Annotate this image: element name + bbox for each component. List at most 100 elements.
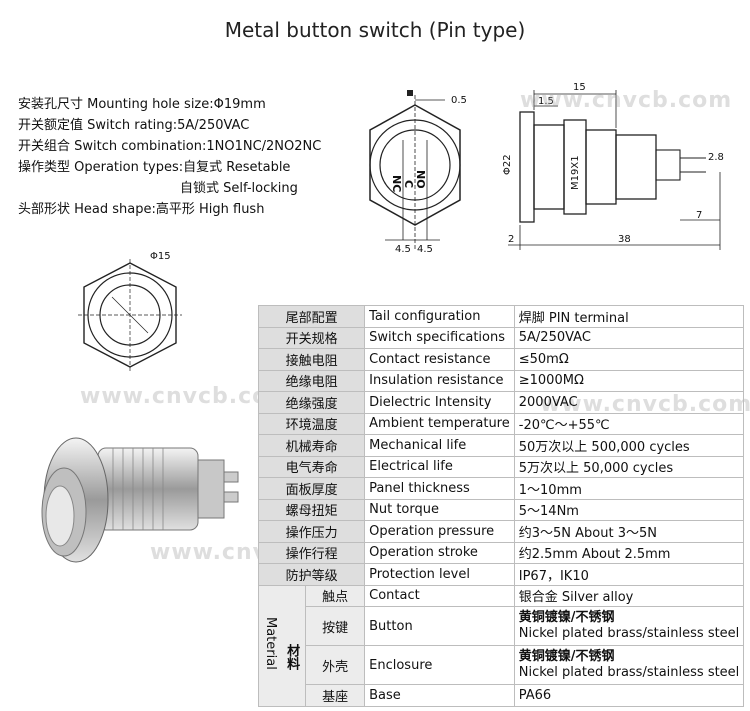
table-row: 防护等级 Protection level IP67，IK10 <box>257 563 745 586</box>
row-value-cn: 黄铜镀镍/不锈钢 <box>518 649 615 664</box>
row-label-en: Switch specifications <box>364 326 515 349</box>
row-value: -20℃～+55℃ <box>513 412 745 435</box>
table-row: 操作行程 Operation stroke 约2.5mm About 2.5mm <box>257 541 745 564</box>
watermark: www.cnvcb.com <box>80 384 293 409</box>
spec-operation-types: 操作类型 Operation types:自复式 Resetable <box>18 160 291 175</box>
row-label-en: Electrical life <box>364 455 515 478</box>
row-value-en: Nickel plated brass/stainless steel <box>518 665 740 680</box>
row-value: 黄铜镀镍/不锈钢 Nickel plated brass/stainless s… <box>513 606 745 646</box>
table-row: 机械寿命 Mechanical life 50万次以上 500,000 cycl… <box>257 434 745 457</box>
row-label-en: Insulation resistance <box>364 369 515 392</box>
row-label-cn: 机械寿命 <box>257 434 366 457</box>
spec-self-locking: 自锁式 Self-locking <box>180 181 298 196</box>
row-value: 银合金 Silver alloy <box>513 584 745 607</box>
row-value: 5万次以上 50,000 cycles <box>513 455 745 478</box>
row-label-en: Dielectric Intensity <box>364 391 515 414</box>
row-label-en: Operation stroke <box>364 541 515 564</box>
row-label-cn: 绝缘电阻 <box>257 369 366 392</box>
row-value-en: Nickel plated brass/stainless steel <box>518 626 740 641</box>
side-dim-15: 15 <box>573 82 586 93</box>
table-row: 电气寿命 Electrical life 5万次以上 50,000 cycles <box>257 455 745 478</box>
row-label-en: Contact <box>364 584 515 607</box>
row-value: 5～14Nm <box>513 498 745 521</box>
row-label-cn: 按键 <box>305 606 366 646</box>
row-value: 焊脚 PIN terminal <box>513 305 745 328</box>
front-label-nc: NC <box>390 175 403 192</box>
side-dim-2-8: 2.8 <box>708 152 724 163</box>
table-row: 螺母扭矩 Nut torque 5～14Nm <box>257 498 745 521</box>
table-row: 尾部配置 Tail configuration 焊脚 PIN terminal <box>257 305 745 328</box>
table-row: 开关规格 Switch specifications 5A/250VAC <box>257 326 745 349</box>
row-label-cn: 开关规格 <box>257 326 366 349</box>
row-value: 50万次以上 500,000 cycles <box>513 434 745 457</box>
row-label-cn: 防护等级 <box>257 563 366 586</box>
page-title: Metal button switch (Pin type) <box>224 18 526 42</box>
side-dim-1-5: 1.5 <box>538 96 554 107</box>
row-label-en: Nut torque <box>364 498 515 521</box>
table-row: 基座 Base PA66 <box>259 684 745 707</box>
top-dim-phi15: Φ15 <box>150 251 171 262</box>
side-view-drawing: 15 1.5 Φ22 M19X1 2.8 7 2 38 <box>502 82 724 250</box>
row-label-en: Mechanical life <box>364 434 515 457</box>
row-label-cn: 操作行程 <box>257 541 366 564</box>
row-label-en: Button <box>364 606 515 646</box>
table-row: 外壳 Enclosure 黄铜镀镍/不锈钢 Nickel plated bras… <box>259 645 745 685</box>
front-label-c: C <box>402 180 415 188</box>
row-label-cn: 环境温度 <box>257 412 366 435</box>
table-row: Material 材料 触点 Contact 银合金 Silver alloy <box>257 584 745 707</box>
table-row: 面板厚度 Panel thickness 1～10mm <box>257 477 745 500</box>
row-label-cn: 外壳 <box>305 645 366 685</box>
spec-table: 尾部配置 Tail configuration 焊脚 PIN terminal … <box>257 305 745 707</box>
top-view-drawing: Φ15 <box>78 251 182 371</box>
row-label-cn: 尾部配置 <box>257 305 366 328</box>
row-label-cn: 操作压力 <box>257 520 366 543</box>
material-label-en: Material <box>263 617 278 670</box>
table-row: 环境温度 Ambient temperature -20℃～+55℃ <box>257 412 745 435</box>
row-value: ≤50mΩ <box>513 348 745 371</box>
table-row: 绝缘强度 Dielectric Intensity 2000VAC <box>257 391 745 414</box>
row-label-en: Panel thickness <box>364 477 515 500</box>
row-value: 1～10mm <box>513 477 745 500</box>
row-label-cn: 面板厚度 <box>257 477 366 500</box>
table-row: 按键 Button 黄铜镀镍/不锈钢 Nickel plated brass/s… <box>259 606 745 646</box>
row-value: 约3～5N About 3～5N <box>513 520 745 543</box>
row-label-en: Base <box>364 684 515 707</box>
side-dim-phi22: Φ22 <box>502 154 513 175</box>
row-label-en: Enclosure <box>364 645 515 685</box>
spec-switch-rating: 开关额定值 Switch rating:5A/250VAC <box>18 118 250 133</box>
row-value: 5A/250VAC <box>513 326 745 349</box>
front-view-drawing: 0.5 4.5 4.5 NC NO C <box>369 90 467 255</box>
front-dim-4-5-left: 4.5 <box>395 244 411 255</box>
row-value-cn: 黄铜镀镍/不锈钢 <box>518 610 615 625</box>
material-label-cn: 材料 <box>284 643 300 670</box>
row-value: 2000VAC <box>513 391 745 414</box>
row-label-en: Ambient temperature <box>364 412 515 435</box>
switch-product-photo <box>41 437 239 563</box>
row-value: 约2.5mm About 2.5mm <box>513 541 745 564</box>
table-row: 接触电阻 Contact resistance ≤50mΩ <box>257 348 745 371</box>
row-label-en: Contact resistance <box>364 348 515 371</box>
row-label-en: Tail configuration <box>364 305 515 328</box>
table-row: 操作压力 Operation pressure 约3～5N About 3～5N <box>257 520 745 543</box>
spec-head-shape: 头部形状 Head shape:高平形 High flush <box>18 202 265 217</box>
row-label-cn: 触点 <box>305 584 366 607</box>
row-value: ≥1000MΩ <box>513 369 745 392</box>
row-label-en: Protection level <box>364 563 515 586</box>
side-dim-38: 38 <box>618 234 631 245</box>
side-dim-m19x1: M19X1 <box>570 155 581 190</box>
row-label-cn: 螺母扭矩 <box>257 498 366 521</box>
row-label-cn: 电气寿命 <box>257 455 366 478</box>
front-dim-0-5: 0.5 <box>451 95 467 106</box>
row-value: 黄铜镀镍/不锈钢 Nickel plated brass/stainless s… <box>513 645 745 685</box>
front-label-no: NO <box>414 170 427 189</box>
table-row: 绝缘电阻 Insulation resistance ≥1000MΩ <box>257 369 745 392</box>
row-label-en: Operation pressure <box>364 520 515 543</box>
front-dim-4-5-right: 4.5 <box>417 244 433 255</box>
row-value: PA66 <box>513 684 745 707</box>
spec-mounting-hole: 安装孔尺寸 Mounting hole size:Φ19mm <box>18 97 266 112</box>
side-dim-2: 2 <box>508 234 514 245</box>
row-value: IP67，IK10 <box>513 563 745 586</box>
spec-switch-combination: 开关组合 Switch combination:1NO1NC/2NO2NC <box>18 139 322 154</box>
row-label-cn: 接触电阻 <box>257 348 366 371</box>
row-label-cn: 基座 <box>305 684 366 707</box>
